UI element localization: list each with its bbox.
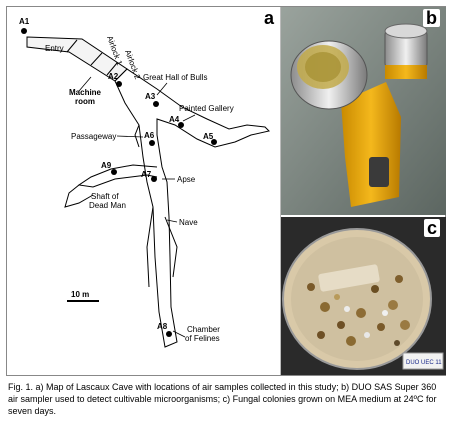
panel-c-letter: c — [423, 219, 440, 237]
point-A8 — [166, 331, 172, 337]
figure-caption: Fig. 1. a) Map of Lascaux Cave with loca… — [8, 382, 437, 416]
label-A8: A8 — [157, 322, 168, 331]
label-airlock2: Airlock 2 — [123, 49, 142, 81]
scale-label: 10 m — [71, 290, 89, 299]
label-painted-gallery: Painted Gallery — [179, 104, 234, 113]
label-A9: A9 — [101, 161, 112, 170]
point-A5 — [211, 139, 217, 145]
label-A7: A7 — [141, 170, 152, 179]
sampler-head-right — [384, 23, 428, 79]
petri-dish-illustration: DUO UEC 11 — [281, 217, 446, 375]
air-sampler-illustration — [281, 7, 446, 215]
figure: a — [6, 6, 446, 376]
label-A6: A6 — [144, 131, 155, 140]
panel-b-air-sampler-photo: b — [281, 7, 446, 215]
panel-a-cave-map: a — [7, 7, 281, 375]
cave-outline — [64, 68, 270, 348]
point-A9 — [111, 169, 117, 175]
label-apse: Apse — [177, 175, 196, 184]
panel-a-letter: a — [263, 8, 274, 28]
sampler-handle-grip — [369, 157, 389, 187]
label-great-hall: Great Hall of Bulls — [143, 73, 207, 82]
label-A4: A4 — [169, 115, 180, 124]
point-A3 — [153, 101, 159, 107]
point-A4 — [178, 122, 184, 128]
dish-label-text: DUO UEC 11 — [406, 360, 442, 366]
fungal-colonies — [307, 275, 410, 346]
point-A7 — [151, 176, 157, 182]
panel-c-petri-dish-photo: c — [281, 217, 446, 375]
label-A3: A3 — [145, 92, 156, 101]
label-arrows — [78, 76, 196, 338]
scale-bar: 10 m — [67, 290, 99, 302]
sampling-points — [21, 28, 217, 337]
label-A2: A2 — [108, 72, 119, 81]
cave-map-svg: A1 A2 A3 A4 A5 A6 A7 A8 A9 Entry Airlock… — [19, 17, 270, 348]
point-A6 — [149, 140, 155, 146]
label-A5: A5 — [203, 132, 214, 141]
label-passageway: Passageway — [71, 132, 116, 141]
dish-label-sticker — [402, 352, 444, 370]
point-A2 — [116, 81, 122, 87]
point-A1 — [21, 28, 27, 34]
label-entry: Entry — [45, 44, 64, 53]
label-nave: Nave — [179, 218, 198, 227]
panel-b-letter: b — [423, 9, 440, 27]
sampler-head-left — [290, 40, 368, 110]
label-A1: A1 — [19, 17, 30, 26]
